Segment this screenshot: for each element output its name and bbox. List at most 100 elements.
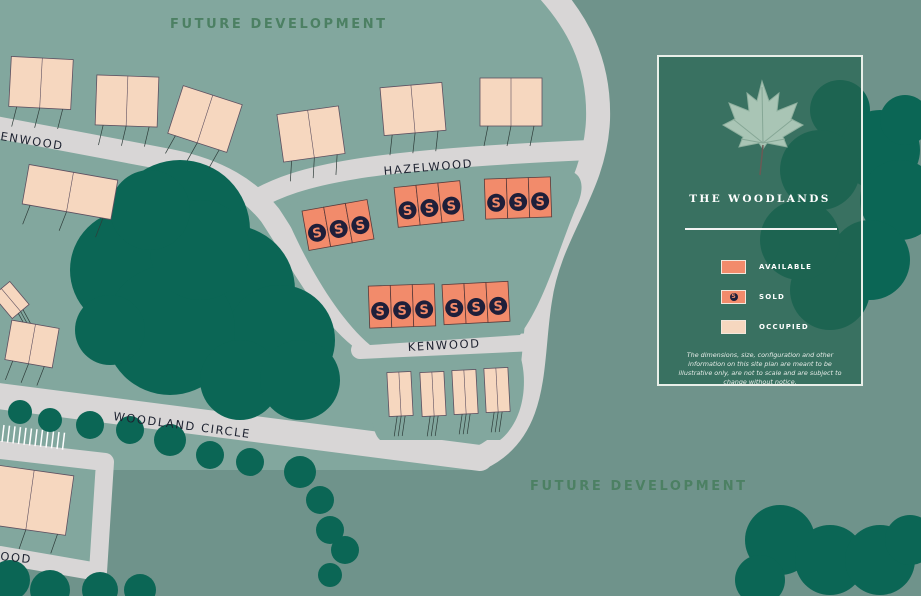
- tree-canopy: [735, 555, 785, 596]
- parking-stripe: [23, 427, 27, 445]
- parking-stripe: [6, 425, 11, 443]
- sold-marker-letter: S: [449, 301, 459, 316]
- parking-stripe: [12, 426, 16, 444]
- sold-marker-letter: S: [419, 303, 429, 318]
- houses: [0, 55, 543, 554]
- occupied-house: [479, 77, 543, 147]
- maple-leaf-icon: [721, 79, 805, 176]
- road-hazelwood: [245, 140, 600, 210]
- occupied-swatch: [721, 320, 746, 334]
- lot-unit[interactable]: S: [483, 177, 509, 220]
- sold-marker-letter: S: [446, 199, 457, 215]
- occupied-house: [165, 85, 243, 168]
- lot-unit[interactable]: S: [393, 184, 421, 228]
- sold-marker-icon: [445, 299, 464, 318]
- sold-marker-letter: S: [375, 304, 385, 319]
- lot-unit[interactable]: S: [367, 284, 393, 329]
- occupied-house: [483, 366, 511, 433]
- sold-marker-icon: [467, 297, 486, 316]
- tree-canopy: [76, 411, 104, 439]
- occupied-house: [8, 55, 74, 130]
- occupied-house: [451, 368, 479, 435]
- tree-canopy: [284, 456, 316, 488]
- road-woodland-circle: [0, 383, 493, 471]
- tree-canopy: [795, 525, 865, 595]
- occupied-house: [386, 370, 414, 437]
- future-development-label: FUTURE DEVELOPMENT: [530, 479, 748, 494]
- sold-marker-icon: [420, 198, 439, 217]
- lot-unit[interactable]: S: [441, 283, 467, 326]
- sold-marker-icon: [351, 216, 370, 235]
- sold-marker-icon: [487, 193, 506, 212]
- legend-label: AVAILABLE: [759, 263, 813, 271]
- legend-title: THE WOODLANDS: [689, 193, 831, 205]
- tree-canopy: [75, 295, 145, 365]
- sold-marker-letter: S: [333, 222, 345, 238]
- sold-marker-letter: S: [535, 195, 545, 210]
- sold-marker-letter: S: [471, 300, 481, 315]
- tree-canopy: [8, 400, 32, 424]
- sold-marker-icon: [442, 196, 461, 215]
- sold-swatch: S: [721, 290, 746, 304]
- tree-canopy: [260, 340, 340, 420]
- sold-marker-icon: [509, 192, 528, 211]
- sold-marker-icon: [398, 201, 417, 220]
- sold-marker-letter: S: [513, 195, 523, 210]
- lot-unit[interactable]: S: [415, 182, 443, 226]
- parking-stripe: [50, 431, 55, 449]
- tree-canopy: [82, 572, 118, 596]
- lot-unit[interactable]: S: [527, 176, 553, 219]
- lot-unit[interactable]: S: [437, 180, 465, 224]
- lot-unit[interactable]: S: [389, 284, 415, 328]
- road-kenwood: [351, 333, 544, 359]
- tree-canopy: [316, 516, 344, 544]
- tree-canopy: [0, 560, 30, 596]
- sold-marker-icon: [308, 223, 327, 242]
- parking-stripes: [1, 424, 66, 450]
- tree-canopy: [196, 441, 224, 469]
- lot-unit[interactable]: S: [344, 199, 375, 244]
- sold-marker-letter: S: [311, 226, 323, 242]
- legend-divider: [685, 228, 837, 230]
- occupied-house: [21, 164, 119, 238]
- legend-panel: THE WOODLANDS AVAILABLE S SOLD OCCUPIED …: [657, 55, 863, 386]
- tree-canopy: [885, 515, 921, 565]
- sold-marker-icon: [393, 301, 412, 320]
- lot-unit[interactable]: S: [505, 177, 531, 219]
- legend-item-available: AVAILABLE: [721, 260, 812, 274]
- sold-marker-icon: [415, 300, 434, 319]
- legend-label: SOLD: [759, 293, 786, 301]
- tree-canopy: [318, 563, 342, 587]
- parking-stripe: [17, 427, 22, 445]
- sold-marker-letter: S: [493, 299, 503, 314]
- available-swatch: [721, 260, 746, 274]
- sold-marker-icon: [489, 296, 508, 315]
- tree-canopy: [306, 486, 334, 514]
- legend-item-occupied: OCCUPIED: [721, 320, 809, 334]
- parking-stripe: [45, 430, 49, 448]
- legend-label: OCCUPIED: [759, 323, 809, 331]
- lot-unit[interactable]: S: [463, 282, 489, 324]
- tree-canopy: [236, 448, 264, 476]
- tree-canopy: [116, 416, 144, 444]
- road-lower-left-loop: [0, 441, 114, 581]
- tree-canopy: [200, 340, 280, 420]
- lot-unit[interactable]: S: [485, 280, 511, 323]
- tree-canopy: [154, 424, 186, 456]
- legend-item-sold: S SOLD: [721, 290, 785, 304]
- occupied-house: [419, 370, 447, 437]
- parking-stripe: [56, 431, 60, 450]
- occupied-house: [4, 319, 60, 386]
- sold-marker-icon: [371, 301, 390, 320]
- disclaimer: The dimensions, size, configuration and …: [678, 351, 842, 386]
- lot-unit[interactable]: S: [411, 283, 437, 328]
- tree-canopy: [124, 574, 156, 596]
- tree-canopy: [38, 408, 62, 432]
